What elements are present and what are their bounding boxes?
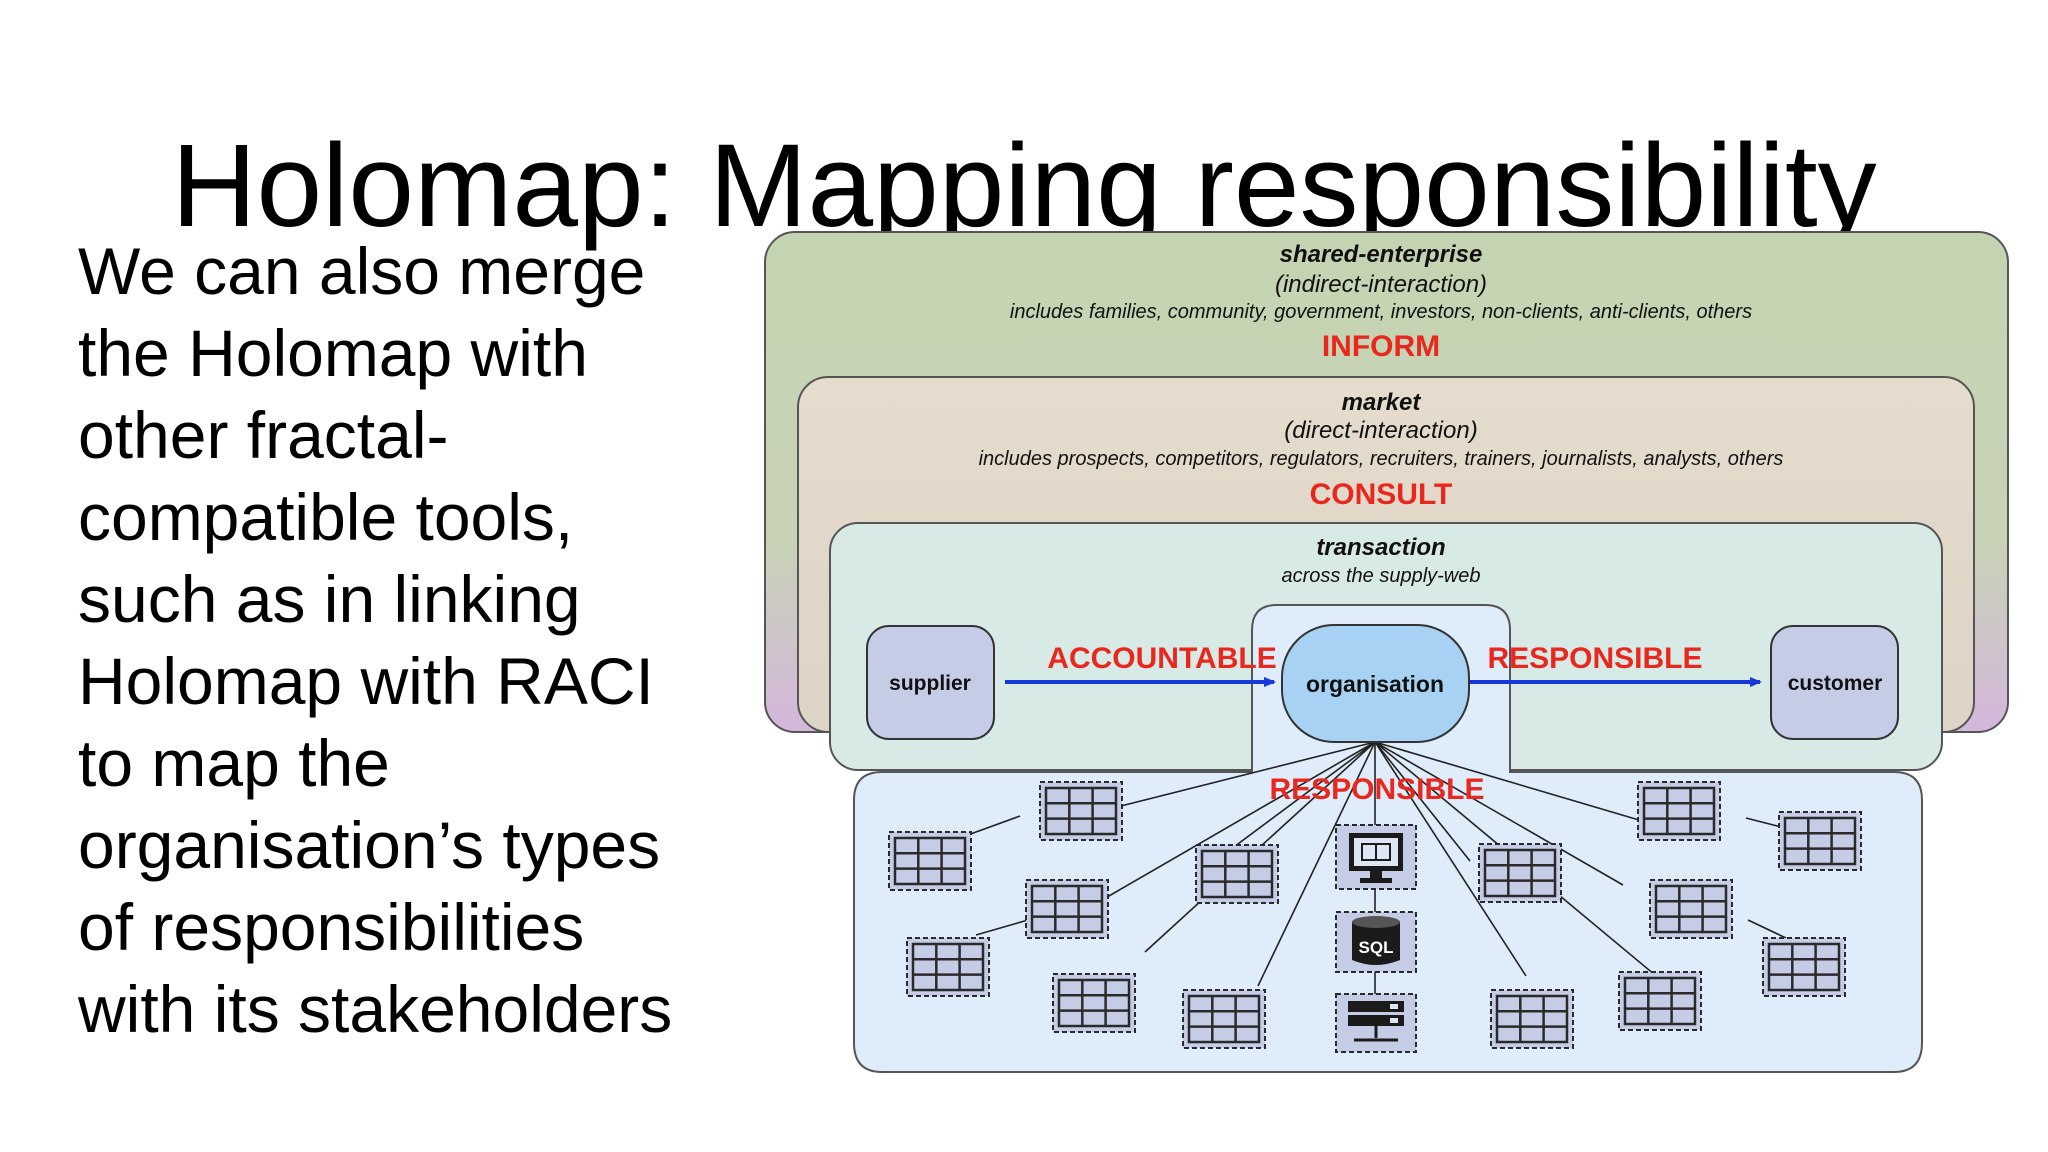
accountable-label: ACCOUNTABLE [1047, 642, 1276, 675]
sql-icon-label: SQL [1359, 938, 1394, 957]
table-grid-icon [887, 830, 973, 892]
market-includes: includes prospects, competitors, regulat… [979, 448, 1784, 470]
table-grid-icon [1489, 988, 1575, 1050]
sql-database-icon: SQL [1335, 911, 1417, 973]
transaction-subtitle: across the supply-web [1282, 565, 1481, 587]
body-line: compatible tools, [78, 480, 574, 554]
table-grid-icon [1024, 878, 1110, 940]
organisation-label: organisation [1306, 671, 1444, 697]
shared-enterprise-title: shared-enterprise [1280, 241, 1483, 268]
table-grid-icon [1038, 780, 1124, 842]
body-text: We can also merge the Holomap with other… [78, 230, 738, 1050]
inform-label: INFORM [1322, 330, 1440, 363]
shared-enterprise-includes: includes families, community, government… [1010, 301, 1752, 323]
holomap-diagram: shared-enterprise (indirect-interaction)… [750, 220, 2020, 1100]
organisation-node: organisation [1281, 624, 1470, 743]
slide-title: Holomap: Mapping responsibility [171, 120, 1877, 253]
body-line: other fractal- [78, 398, 449, 472]
body-line: We can also merge [78, 234, 646, 308]
table-grid-icon [1051, 972, 1137, 1034]
customer-label: customer [1788, 672, 1883, 695]
shared-enterprise-subtitle: (indirect-interaction) [1275, 271, 1487, 298]
market-subtitle: (direct-interaction) [1284, 417, 1477, 444]
table-grid-icon [1477, 842, 1563, 904]
body-line: to map the [78, 726, 390, 800]
monitor-icon [1335, 824, 1417, 890]
holomap-svg: shared-enterprise (indirect-interaction)… [764, 231, 2009, 1073]
responsible-label-internal: RESPONSIBLE [1269, 773, 1484, 806]
table-grid-icon [1617, 970, 1703, 1032]
table-grid-icon [1636, 780, 1722, 842]
server-rack-icon [1335, 993, 1417, 1053]
responsible-label-right: RESPONSIBLE [1487, 642, 1702, 675]
table-grid-icon [1761, 936, 1847, 998]
supplier-node: supplier [866, 625, 995, 740]
body-line: Holomap with RACI [78, 644, 654, 718]
body-line: such as in linking [78, 562, 581, 636]
table-grid-icon [1194, 843, 1280, 905]
table-grid-icon [1648, 878, 1734, 940]
market-title: market [1342, 389, 1422, 416]
body-line: of responsibilities [78, 890, 585, 964]
supplier-label: supplier [889, 672, 971, 695]
consult-label: CONSULT [1310, 478, 1453, 511]
customer-node: customer [1770, 625, 1899, 740]
table-grid-icon [905, 936, 991, 998]
body-line: with its stakeholders [78, 972, 673, 1046]
table-grid-icon [1777, 810, 1863, 872]
body-line: the Holomap with [78, 316, 588, 390]
table-grid-icon [1181, 988, 1267, 1050]
transaction-title: transaction [1316, 534, 1445, 561]
body-line: organisation’s types [78, 808, 661, 882]
